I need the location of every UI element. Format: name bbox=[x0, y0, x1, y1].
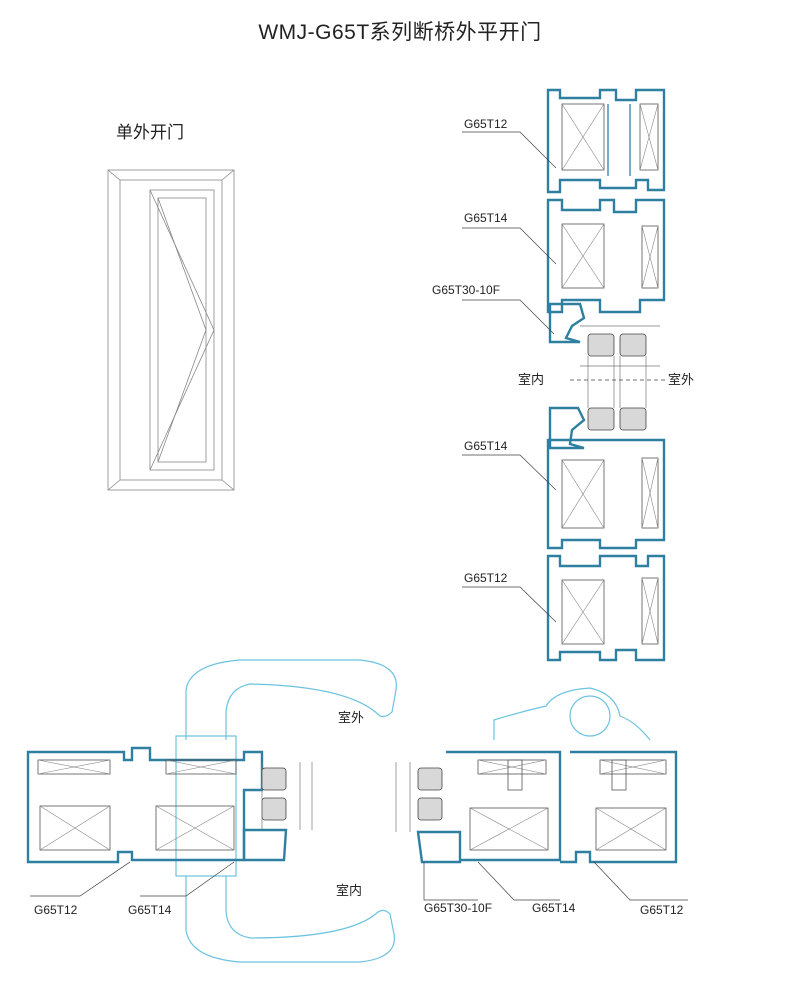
vertical-sash-lower bbox=[546, 438, 666, 550]
horizontal-label-5: G65T12 bbox=[640, 903, 684, 917]
vertical-section: G65T12 G65T14 G65T30-10F G65T14 G65T12 室… bbox=[432, 88, 694, 662]
horizontal-section-left: G65T12 G65T14 bbox=[26, 659, 397, 963]
vertical-transom-upper bbox=[548, 302, 660, 367]
vertical-sash-upper bbox=[546, 198, 666, 314]
horizontal-label-2: G65T14 bbox=[128, 903, 172, 917]
vertical-label-1: G65T12 bbox=[464, 117, 508, 131]
vertical-label-2: G65T14 bbox=[464, 211, 508, 225]
vertical-label-4: G65T14 bbox=[464, 439, 508, 453]
door-type-title: 单外开门 bbox=[116, 123, 184, 142]
horizontal-outdoor-label: 室外 bbox=[338, 710, 364, 726]
horizontal-indoor-label: 室内 bbox=[336, 883, 362, 899]
vertical-outdoor-label: 室外 bbox=[668, 372, 694, 388]
vertical-label-3: G65T30-10F bbox=[432, 283, 500, 297]
horizontal-label-3: G65T30-10F bbox=[424, 901, 492, 915]
horizontal-label-1: G65T12 bbox=[34, 903, 78, 917]
page-title: WMJ-G65T系列断桥外平开门 bbox=[258, 21, 542, 44]
horizontal-label-4: G65T14 bbox=[532, 901, 576, 915]
door-elevation bbox=[107, 169, 235, 491]
vertical-indoor-label: 室内 bbox=[518, 372, 544, 388]
vertical-glazing bbox=[570, 356, 668, 408]
vertical-frame-bottom bbox=[546, 554, 666, 662]
vertical-transom-lower bbox=[548, 406, 660, 450]
horizontal-section-right: G65T30-10F G65T14 G65T12 bbox=[395, 687, 688, 917]
vertical-frame-top bbox=[546, 88, 666, 194]
vertical-label-5: G65T12 bbox=[464, 571, 508, 585]
